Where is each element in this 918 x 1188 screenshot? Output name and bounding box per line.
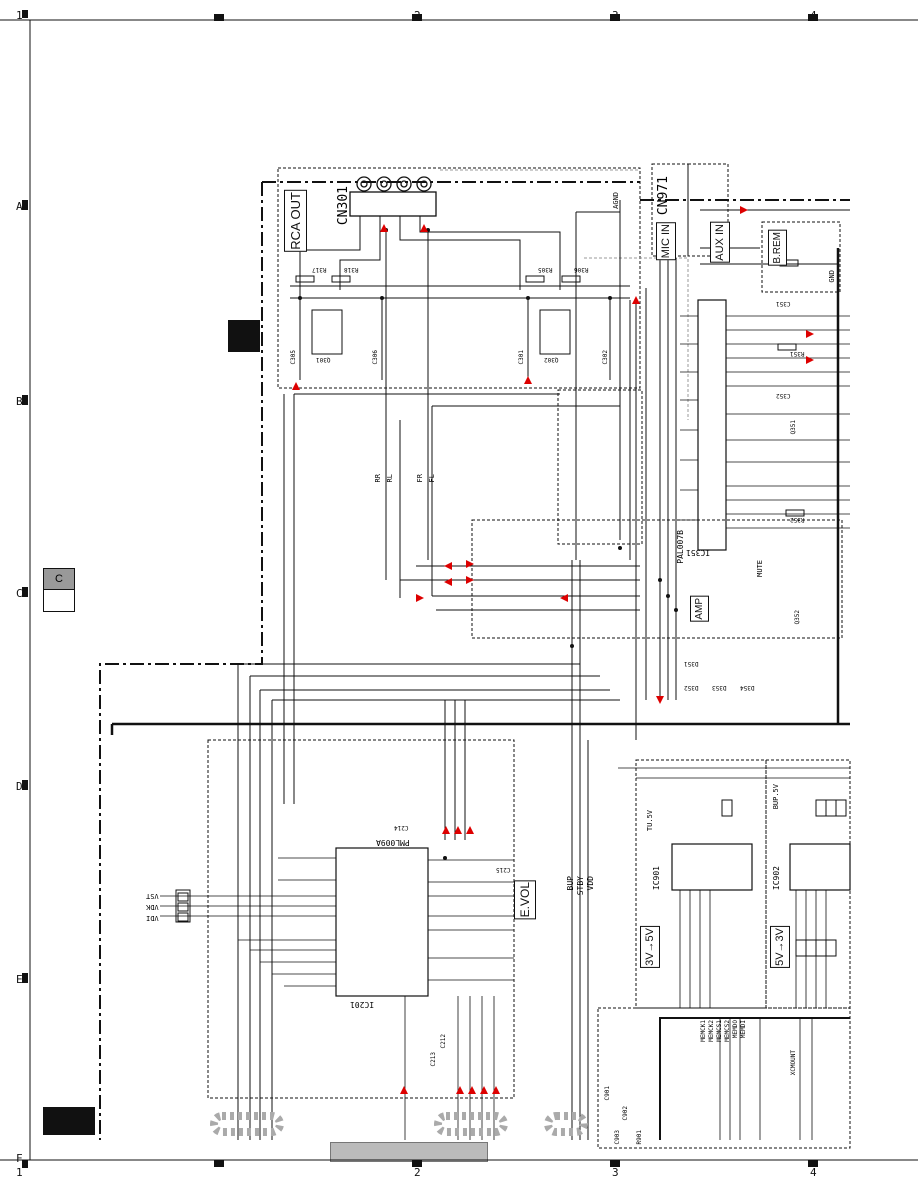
net-label-bup5v: BUP.5V — [772, 784, 780, 810]
comp-c301: C301 — [518, 350, 525, 365]
comp-r351: R351 — [790, 350, 805, 357]
net-label-bup: BUP — [566, 876, 575, 891]
grid-row-b: B — [16, 395, 23, 408]
comp-q351: Q351 — [790, 420, 797, 435]
aux-in-label: AUX IN — [710, 222, 730, 263]
grid-col-1-bottom: 1 — [16, 1166, 23, 1179]
grid-col-1-top: 1 — [16, 9, 23, 22]
comp-d352: D352 — [684, 684, 699, 691]
comp-c302: C302 — [602, 350, 609, 365]
cn971-label: CN971 — [656, 176, 671, 216]
comp-d354: D354 — [740, 684, 755, 691]
net-label-agnd: AGND — [612, 192, 620, 209]
grid-col-2-bottom: 2 — [414, 1166, 421, 1179]
level-5v-3v-label: 5V→3V — [770, 926, 790, 968]
net-label-fr: FR — [416, 474, 424, 483]
grid-row-f: F — [16, 1152, 23, 1165]
ic351-label: IC351 — [686, 548, 711, 557]
ic201-label: IC201 — [350, 1000, 375, 1009]
grid-col-3-bottom: 3 — [612, 1166, 619, 1179]
comp-c305: C305 — [290, 350, 297, 365]
b-rem-label: B.REM — [768, 230, 787, 266]
ic201-part-label: PML009A — [376, 838, 410, 847]
section-index-box: C — [43, 568, 75, 612]
net-label-rl: RL — [386, 474, 394, 483]
ic901-label: IC901 — [652, 866, 661, 891]
comp-r305: R305 — [538, 266, 553, 273]
mic-in-label: MIC IN — [656, 222, 676, 261]
net-label-gnd: GND — [828, 270, 836, 283]
bus-xcmount: XCMOUNT — [790, 1050, 797, 1076]
ic902-label: IC902 — [772, 866, 781, 891]
grid-row-c: C — [16, 587, 23, 600]
bus-memck2: MEMCK2 — [708, 1020, 715, 1042]
net-label-vdd: VDD — [586, 876, 595, 891]
net-label-stby: STBY — [576, 876, 585, 896]
grid-col-4-bottom: 4 — [810, 1166, 817, 1179]
comp-r901: R901 — [636, 1130, 643, 1145]
comp-c306: C306 — [372, 350, 379, 365]
net-label-fl: FL — [428, 474, 436, 483]
comp-q352: Q352 — [794, 610, 801, 625]
rca-out-label: RCA OUT — [284, 190, 307, 252]
comp-c352: C352 — [776, 392, 791, 399]
e-vol-label: E.VOL — [514, 880, 536, 920]
net-label-rr: RR — [374, 474, 382, 483]
section-index-label: C — [44, 569, 74, 590]
amp-label: AMP — [690, 596, 709, 622]
side-tab-black — [228, 320, 260, 352]
comp-c351: C351 — [776, 300, 791, 307]
comp-r352: R352 — [790, 516, 805, 523]
grid-row-e: E — [16, 973, 23, 986]
comp-q301: Q301 — [316, 356, 331, 363]
comp-c902: C902 — [622, 1106, 629, 1121]
comp-r317: R317 — [312, 266, 327, 273]
comp-c901: C901 — [604, 1086, 611, 1101]
net-label-tu5v: TU.5V — [646, 810, 654, 832]
grid-row-d: D — [16, 780, 23, 793]
bus-memdo: MEMDO — [732, 1020, 739, 1039]
net-label-mute: MUTE — [756, 560, 764, 577]
grid-row-a: A — [16, 200, 23, 213]
comp-c212: C212 — [440, 1034, 447, 1049]
comp-c213: C213 — [430, 1052, 437, 1067]
comp-c903: C903 — [614, 1130, 621, 1145]
comp-c215: C215 — [496, 866, 511, 873]
bus-memck1: MEMCK1 — [700, 1020, 707, 1042]
comp-d351: D351 — [684, 660, 699, 667]
connector-label-vst: VST — [146, 892, 159, 900]
comp-c214: C214 — [394, 824, 409, 831]
comp-r306: R306 — [574, 266, 589, 273]
bus-memcs1: MEMCS1 — [716, 1020, 723, 1042]
cn301-label: CN301 — [336, 186, 351, 226]
level-3v-5v-label: 3V→5V — [640, 926, 660, 968]
ic351-part-label: PAL007B — [676, 530, 685, 564]
page-tab-black — [43, 1107, 95, 1135]
bus-memdi: MEMDI — [740, 1020, 747, 1039]
connector-label-vdk: VDK — [146, 903, 159, 911]
comp-q302: Q302 — [544, 356, 559, 363]
comp-r318: R318 — [344, 266, 359, 273]
connector-label-vdi: VDI — [146, 914, 159, 922]
bus-memcs2: MEMCS2 — [724, 1020, 731, 1042]
comp-d353: D353 — [712, 684, 727, 691]
bottom-grey-bar — [330, 1142, 488, 1162]
